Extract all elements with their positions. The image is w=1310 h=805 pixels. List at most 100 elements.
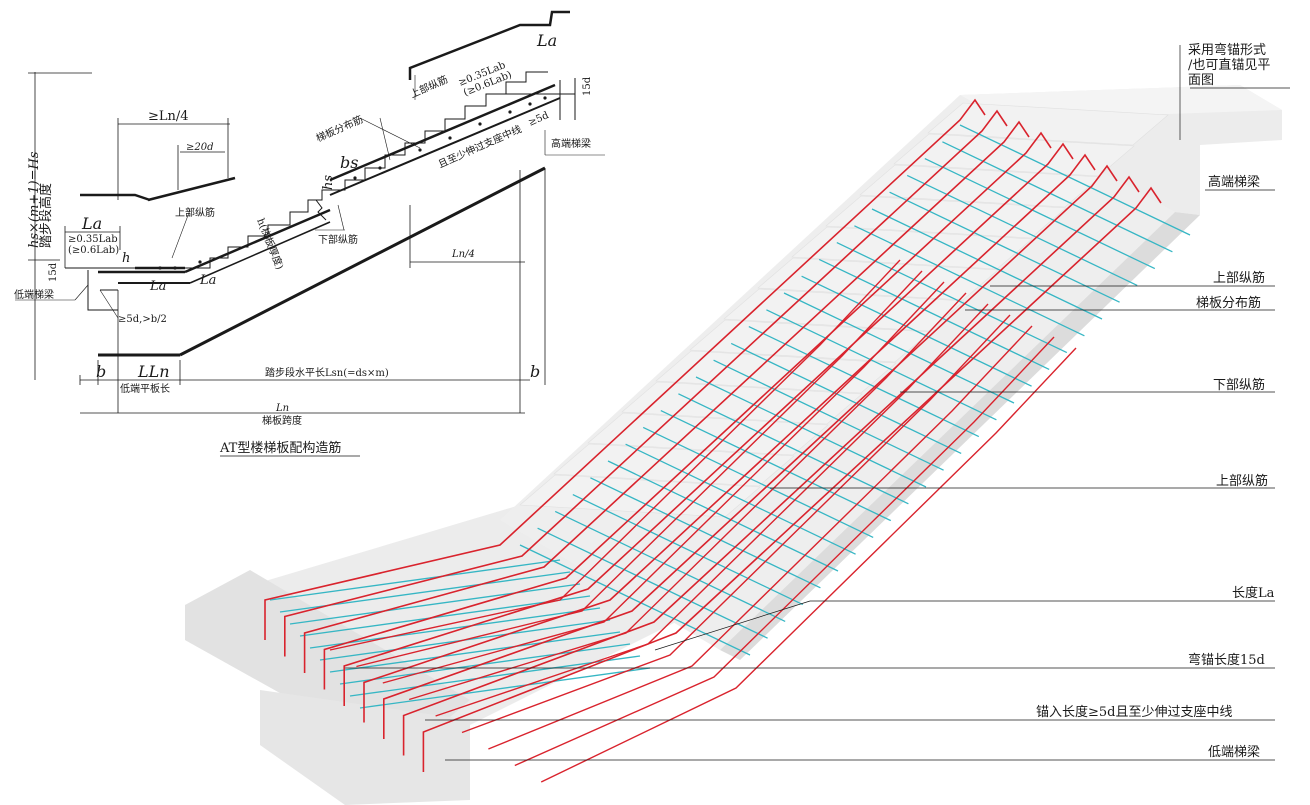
lsn-label: 踏步段水平长Lsn(=ds×m) xyxy=(265,366,389,379)
upper-bar-left-label: 上部纵筋 xyxy=(175,206,215,219)
la-right-label: La xyxy=(536,31,557,50)
distribution-bar xyxy=(730,342,962,454)
longitudinal-bar xyxy=(264,98,986,640)
lower-longitudinal-bar xyxy=(329,259,901,651)
distribution-bar xyxy=(519,544,751,656)
bs-label: bs xyxy=(340,153,358,172)
stair-step xyxy=(621,381,863,425)
distribution-bar xyxy=(537,527,768,639)
callout-lower-bar: 下部纵筋 xyxy=(1213,377,1265,393)
distribution-bar xyxy=(289,583,581,625)
distribution-bar xyxy=(329,631,621,673)
stair-step xyxy=(927,102,1169,146)
distribution-bar xyxy=(572,494,804,606)
span-label: 梯板跨度 xyxy=(262,414,302,427)
lower-longitudinal-bar xyxy=(488,325,1033,750)
iso-note-3: 面图 xyxy=(1188,73,1214,88)
distribution-bar xyxy=(554,510,786,622)
section-labels: hs×(m+1)=Hs 踏步段高度 ≥Ln/4 ≥20d La ≥0.35Lab… xyxy=(14,31,593,456)
iso-steps xyxy=(519,102,1169,518)
lower-longitudinal-bar xyxy=(435,303,989,717)
la-left-06: (≥0.6Lab) xyxy=(68,245,119,256)
distribution-bar xyxy=(748,326,980,438)
anchor-5d-label: ≥5d,>b/2 xyxy=(118,314,167,325)
iso-note-2: /也可直锚见平 xyxy=(1188,58,1270,73)
ln4-right-label: Ln/4 xyxy=(451,249,475,260)
distribution-bar xyxy=(269,559,561,601)
distribution-bar xyxy=(906,174,1138,286)
distribution-bar xyxy=(924,158,1156,270)
lower-longitudinal-bar xyxy=(461,314,1011,734)
section-caption: AT型楼梯板配构造筋 xyxy=(219,440,341,456)
h-mark: h xyxy=(122,251,130,266)
la-left-label: La xyxy=(81,214,102,233)
distribution-bar xyxy=(713,359,944,471)
upper-bar-left xyxy=(80,193,151,202)
ln4-left-label: ≥Ln/4 xyxy=(148,109,189,124)
distribution-bar xyxy=(766,309,997,421)
hs-label: hs xyxy=(321,175,336,190)
d5-right-label: ≥5d xyxy=(527,110,551,129)
height-sub-label: 踏步段高度 xyxy=(38,183,54,248)
callout-upper-bar-2: 上部纵筋 xyxy=(1216,473,1268,489)
distribution-bar xyxy=(607,460,839,572)
distribution-bar xyxy=(871,208,1103,320)
callout-upper-bar: 上部纵筋 xyxy=(1213,270,1265,286)
d15-left-label: 15d xyxy=(48,262,59,282)
lower-longitudinal-bar xyxy=(514,336,1055,767)
upper-bar-right-label: 上部纵筋 xyxy=(408,73,450,101)
callout-high-beam: 高端梯梁 xyxy=(1208,174,1260,190)
stair-step xyxy=(791,226,1033,270)
callout-low-beam: 低端梯梁 xyxy=(1208,745,1260,760)
d20-label: ≥20d xyxy=(186,142,214,153)
distribution-bar xyxy=(359,667,651,709)
height-label: hs×(m+1)=Hs xyxy=(27,151,42,248)
distribution-bar xyxy=(299,595,591,637)
low-beam-label: 低端梯梁 xyxy=(14,288,54,301)
distribution-bar xyxy=(678,393,909,505)
callout-dist-bar: 梯板分布筋 xyxy=(1196,295,1261,311)
dim-b-right: b xyxy=(530,362,540,381)
stair-step xyxy=(859,164,1101,208)
callout-length-la: 长度La xyxy=(1232,585,1275,601)
longitudinal-bar xyxy=(363,153,1096,723)
distribution-bar xyxy=(625,443,856,555)
stair-step xyxy=(893,133,1135,177)
lower-longitudinal-bar xyxy=(540,347,1077,783)
ln-label: Ln xyxy=(275,403,289,414)
distribution-bar xyxy=(642,426,874,538)
longitudinal-bar xyxy=(402,175,1140,756)
low-flat-len: 低端平板长 xyxy=(120,382,170,395)
la-small2: La xyxy=(199,273,216,288)
distribution-bar xyxy=(942,141,1173,253)
distribution-bar xyxy=(339,643,631,685)
longitudinal-bar xyxy=(283,109,1008,657)
section-drawing xyxy=(15,10,605,457)
dim-lln: LLn xyxy=(137,362,170,381)
la-left-035: ≥0.35Lab xyxy=(68,234,118,245)
callout-anchor: 锚入长度≥5d且至少伸过支座中线 xyxy=(1036,704,1233,720)
lower-bar-label: 下部纵筋 xyxy=(318,233,358,246)
longitudinal-bar xyxy=(343,142,1074,706)
callout-bend-15d: 弯锚长度15d xyxy=(1188,652,1265,668)
dist-bar-label: 梯板分布筋 xyxy=(314,113,365,145)
high-beam-label: 高端梯梁 xyxy=(551,137,591,150)
distribution-bar xyxy=(959,124,1191,236)
la-small1: La xyxy=(149,279,166,294)
stair-step xyxy=(825,195,1067,239)
lower-longitudinal-bar xyxy=(356,270,923,668)
longitudinal-bar xyxy=(382,164,1118,739)
d15-right-label: 15d xyxy=(582,76,593,96)
stair-steps-outline xyxy=(185,71,548,269)
iso-note-1: 采用弯锚形式 xyxy=(1188,42,1266,58)
iso-labels: 采用弯锚形式 /也可直锚见平 面图 高端梯梁 上部纵筋 梯板分布筋 下部纵筋 上… xyxy=(1036,42,1275,760)
iso-rebars xyxy=(264,98,1191,783)
distribution-bar xyxy=(695,376,927,488)
longitudinal-bar xyxy=(422,186,1162,772)
longitudinal-bar xyxy=(303,120,1030,673)
distribution-bar xyxy=(783,292,1015,404)
lower-longitudinal-bar xyxy=(408,292,967,701)
upper-bar-right xyxy=(408,10,570,80)
distribution-bar xyxy=(889,191,1120,303)
distribution-bar xyxy=(590,477,821,589)
